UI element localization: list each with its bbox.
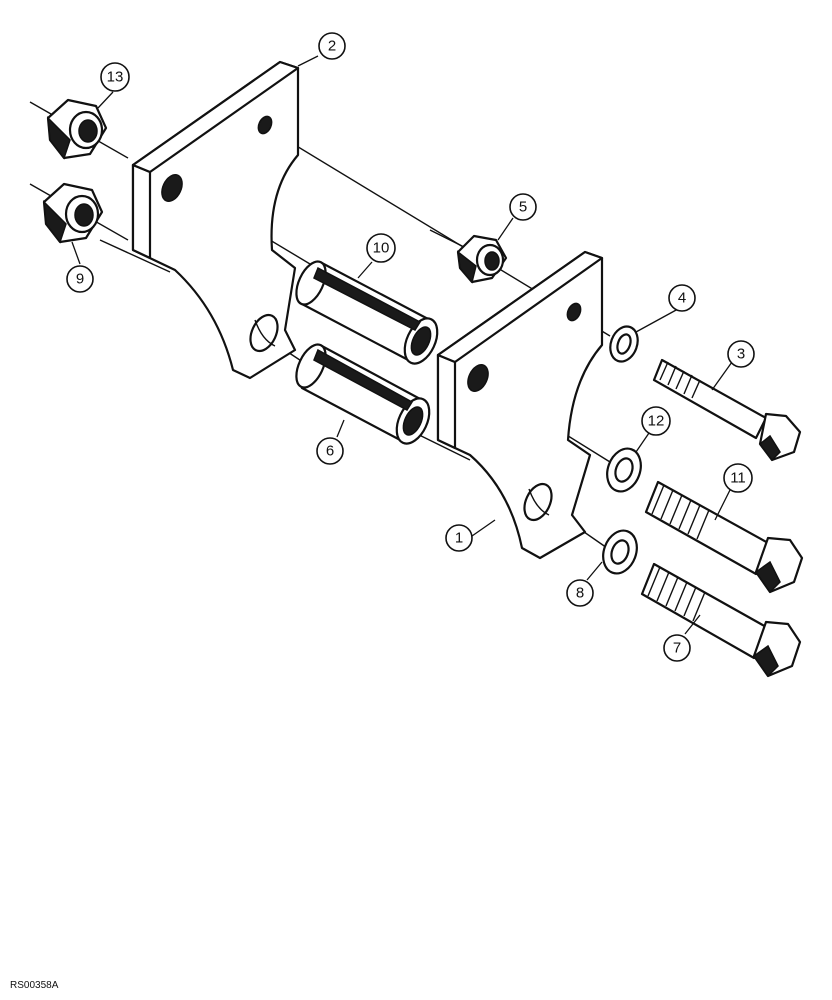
callout-6-label: 6: [326, 443, 334, 460]
callout-2: 2: [318, 32, 346, 60]
bracket-1: [436, 250, 604, 560]
callout-5: 5: [509, 193, 537, 221]
callout-3: 3: [727, 340, 755, 368]
callout-3-label: 3: [737, 346, 745, 363]
callout-13: 13: [100, 62, 130, 92]
spacer-6: [295, 343, 431, 445]
bolt-11: [644, 480, 804, 594]
callout-6: 6: [316, 437, 344, 465]
callout-9-label: 9: [76, 271, 84, 288]
callout-11: 11: [723, 463, 753, 493]
callout-8-label: 8: [576, 585, 584, 602]
bolt-3: [652, 358, 802, 462]
callout-7-label: 7: [673, 640, 681, 657]
lock-washer-4: [609, 325, 639, 363]
callout-4: 4: [668, 284, 696, 312]
callout-12: 12: [641, 406, 671, 436]
callout-2-label: 2: [328, 38, 336, 55]
lock-washer-12: [606, 447, 642, 493]
nut-13: [46, 98, 108, 160]
nut-9: [42, 182, 104, 244]
bracket-2: [131, 60, 300, 380]
callout-7: 7: [663, 634, 691, 662]
callout-4-label: 4: [678, 290, 686, 307]
figure-code: RS00358A: [10, 980, 59, 991]
lock-washer-8: [602, 529, 638, 575]
callout-1: 1: [445, 524, 473, 552]
callout-8: 8: [566, 579, 594, 607]
callout-11-label: 11: [730, 470, 746, 487]
nut-5: [456, 234, 508, 284]
callout-5-label: 5: [519, 199, 527, 216]
callout-9: 9: [66, 265, 94, 293]
callout-leaders: [71, 55, 733, 635]
spacer-10: [295, 260, 439, 365]
callout-10-label: 10: [373, 240, 390, 257]
callout-10: 10: [366, 233, 396, 263]
callout-13-label: 13: [107, 69, 124, 86]
bolt-7: [640, 562, 802, 678]
callout-12-label: 12: [648, 413, 665, 430]
callout-1-label: 1: [455, 530, 463, 547]
